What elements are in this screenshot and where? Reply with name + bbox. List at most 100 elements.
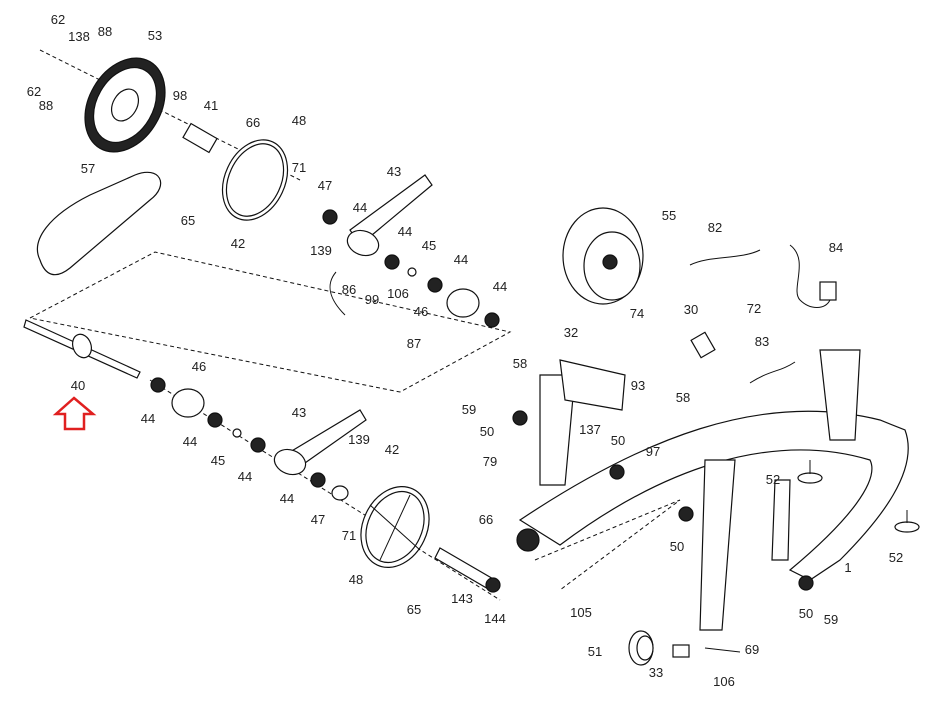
part-label-74: 74 xyxy=(630,306,644,321)
part-label-44: 44 xyxy=(493,279,507,294)
part-label-43: 43 xyxy=(387,164,401,179)
bearing-50 xyxy=(609,464,625,480)
part-label-47: 47 xyxy=(311,512,325,527)
part-label-72: 72 xyxy=(747,301,761,316)
part-label-52: 52 xyxy=(766,472,780,487)
block-33 xyxy=(672,644,690,658)
bearing-44 xyxy=(250,437,266,453)
part-label-44: 44 xyxy=(238,469,252,484)
part-label-50: 50 xyxy=(670,539,684,554)
part-label-41: 41 xyxy=(204,98,218,113)
crank-arm-43-bottom xyxy=(273,409,367,476)
part-label-33: 33 xyxy=(649,665,663,680)
bearing-44 xyxy=(322,209,338,225)
wheel-55 xyxy=(562,207,644,305)
part-label-58: 58 xyxy=(676,390,690,405)
part-label-82: 82 xyxy=(708,220,722,235)
part-label-66: 66 xyxy=(479,512,493,527)
part-label-44: 44 xyxy=(398,224,412,239)
cable-83 xyxy=(749,361,796,384)
leveler-52 xyxy=(894,510,920,533)
flywheel-53 xyxy=(84,57,166,153)
part-label-44: 44 xyxy=(353,200,367,215)
cable-82 xyxy=(689,249,761,266)
part-label-106: 106 xyxy=(387,286,409,301)
bearing-44 xyxy=(310,472,326,488)
bearing-50 xyxy=(678,506,694,522)
part-label-43: 43 xyxy=(292,405,306,420)
adapter-84 xyxy=(819,281,837,301)
bracket-30 xyxy=(690,331,716,359)
part-label-46: 46 xyxy=(414,304,428,319)
wheel-rear xyxy=(516,528,540,552)
part-label-144: 144 xyxy=(484,611,506,626)
part-label-44: 44 xyxy=(183,434,197,449)
roller-46 xyxy=(171,388,205,418)
part-label-57: 57 xyxy=(81,161,95,176)
washer-45 xyxy=(232,428,242,438)
part-label-30: 30 xyxy=(684,302,698,317)
part-label-52: 52 xyxy=(889,550,903,565)
bearing-50 xyxy=(512,410,528,426)
pulley-48-top xyxy=(221,139,289,221)
part-label-105: 105 xyxy=(570,605,592,620)
sensor-86 xyxy=(329,271,346,316)
bearing-44 xyxy=(427,277,443,293)
part-label-59: 59 xyxy=(824,612,838,627)
spacer-47 xyxy=(331,485,349,501)
part-label-83: 83 xyxy=(755,334,769,349)
part-label-66: 66 xyxy=(246,115,260,130)
part-label-84: 84 xyxy=(829,240,843,255)
part-label-93: 93 xyxy=(631,378,645,393)
part-label-44: 44 xyxy=(141,411,155,426)
shaft-40 xyxy=(23,319,141,379)
part-label-55: 55 xyxy=(662,208,676,223)
part-label-99: 99 xyxy=(365,292,379,307)
crank-arm-43-top xyxy=(346,174,433,257)
part-label-46: 46 xyxy=(192,359,206,374)
part-label-48: 48 xyxy=(349,572,363,587)
part-label-65: 65 xyxy=(407,602,421,617)
part-label-42: 42 xyxy=(385,442,399,457)
part-label-98: 98 xyxy=(173,88,187,103)
bearing-44 xyxy=(150,377,166,393)
part-label-69: 69 xyxy=(745,642,759,657)
part-label-58: 58 xyxy=(513,356,527,371)
highlight-arrow-icon xyxy=(52,396,97,431)
roller-46 xyxy=(446,288,480,318)
part-label-32: 32 xyxy=(564,325,578,340)
part-label-71: 71 xyxy=(292,160,306,175)
washer-45 xyxy=(407,267,417,277)
part-label-79: 79 xyxy=(483,454,497,469)
part-label-106: 106 xyxy=(713,674,735,689)
leveler-52 xyxy=(797,460,823,484)
part-label-62: 62 xyxy=(51,12,65,27)
part-label-44: 44 xyxy=(280,491,294,506)
part-label-50: 50 xyxy=(480,424,494,439)
bearing-44 xyxy=(384,254,400,270)
axle-41 xyxy=(182,122,218,154)
part-label-137: 137 xyxy=(579,422,601,437)
part-label-40: 40 xyxy=(71,378,85,393)
part-label-59: 59 xyxy=(462,402,476,417)
axis-line-bottom xyxy=(149,379,501,601)
part-label-62: 62 xyxy=(27,84,41,99)
part-label-50: 50 xyxy=(799,606,813,621)
part-label-42: 42 xyxy=(231,236,245,251)
assembly-boundary-upper xyxy=(29,251,512,393)
frame-1 xyxy=(518,349,909,631)
part-label-44: 44 xyxy=(454,252,468,267)
part-label-87: 87 xyxy=(407,336,421,351)
assembly-boundary-lower xyxy=(534,499,681,591)
part-label-50: 50 xyxy=(611,433,625,448)
pulley-48-bottom xyxy=(360,486,430,568)
part-label-143: 143 xyxy=(451,591,473,606)
part-label-97: 97 xyxy=(646,444,660,459)
bearing-144 xyxy=(485,577,501,593)
part-label-51: 51 xyxy=(588,644,602,659)
part-label-88: 88 xyxy=(98,24,112,39)
bearing-50 xyxy=(798,575,814,591)
part-label-1: 1 xyxy=(844,560,851,575)
adapter-cord-84 xyxy=(789,244,831,308)
